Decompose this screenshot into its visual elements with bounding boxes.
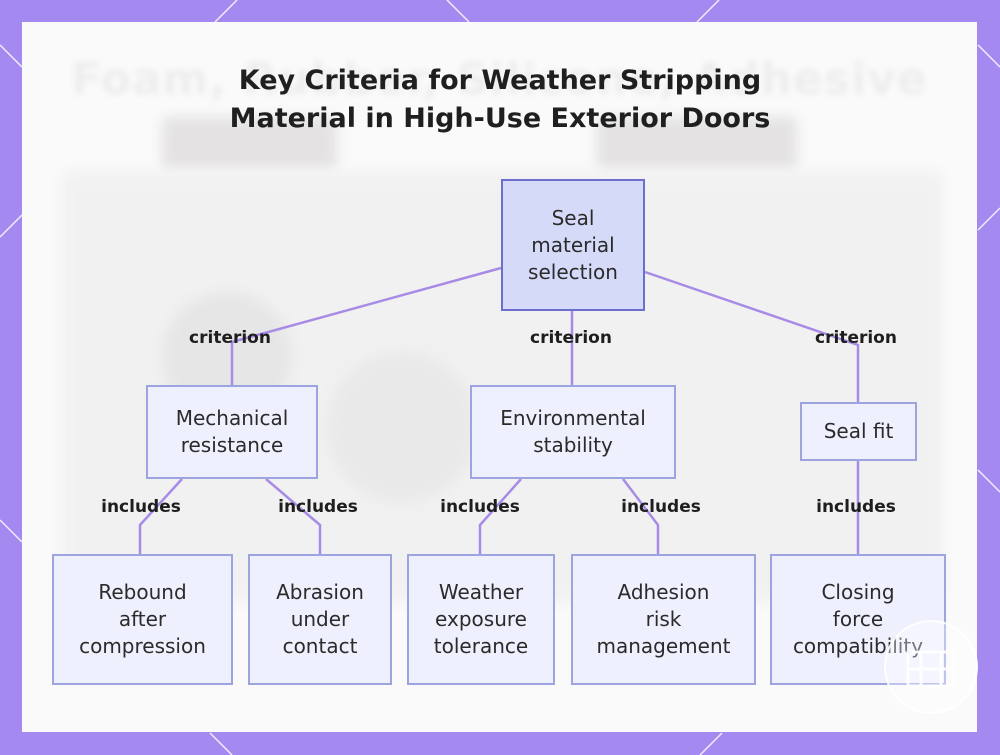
node-rebound-after-compression: Rebound after compression [52, 554, 233, 685]
node-label: Seal fit [823, 419, 894, 443]
edge-label-includes: includes [621, 497, 701, 517]
node-seal-material-selection: Seal material selection [501, 179, 645, 311]
node-abrasion-under-contact: Abrasion under contact [248, 554, 392, 685]
node-seal-fit: Seal fit [800, 402, 917, 461]
node-label: Mechanical resistance [175, 406, 289, 457]
edge-label-criterion: criterion [815, 328, 897, 348]
title-line: Key Criteria for Weather Stripping [238, 65, 762, 96]
edge-label-includes: includes [101, 497, 181, 517]
edge-label-criterion: criterion [189, 328, 271, 348]
node-label: Seal material selection [528, 205, 618, 284]
node-adhesion-risk-management: Adhesion risk management [571, 554, 756, 685]
diagram-title: Key Criteria for Weather Stripping Mater… [0, 62, 1000, 138]
node-label: Environmental stability [500, 406, 646, 457]
background-text: Foam, Rubber, Silicone, Adhesive [71, 54, 928, 105]
logo-icon [906, 650, 956, 688]
edge-root-mechanical [230, 266, 502, 386]
edge-label-includes: includes [440, 497, 520, 517]
node-closing-force-compatibility: Closing force compatibility [770, 554, 946, 685]
node-weather-exposure-tolerance: Weather exposure tolerance [407, 554, 555, 685]
edge-mechanical-abrasion [265, 478, 322, 554]
node-mechanical-resistance: Mechanical resistance [146, 385, 318, 479]
node-environmental-stability: Environmental stability [470, 385, 676, 479]
edge-root-fit [644, 270, 860, 402]
edge-mechanical-rebound [138, 478, 183, 554]
node-label: Abrasion under contact [276, 580, 364, 658]
node-label: Weather exposure tolerance [433, 580, 529, 658]
node-label: Adhesion risk management [596, 580, 731, 658]
edge-label-criterion: criterion [530, 328, 612, 348]
edge-environmental-weather [478, 478, 522, 554]
title-line: Material in High-Use Exterior Doors [229, 103, 771, 134]
background-blob [162, 117, 337, 169]
node-label: Rebound after compression [79, 580, 206, 658]
watermark-logo [884, 620, 978, 714]
edge-environmental-adhesion [622, 478, 660, 554]
edge-label-includes: includes [278, 497, 358, 517]
background-blob [327, 352, 477, 502]
edge-label-includes: includes [816, 497, 896, 517]
background-blob [597, 117, 797, 169]
